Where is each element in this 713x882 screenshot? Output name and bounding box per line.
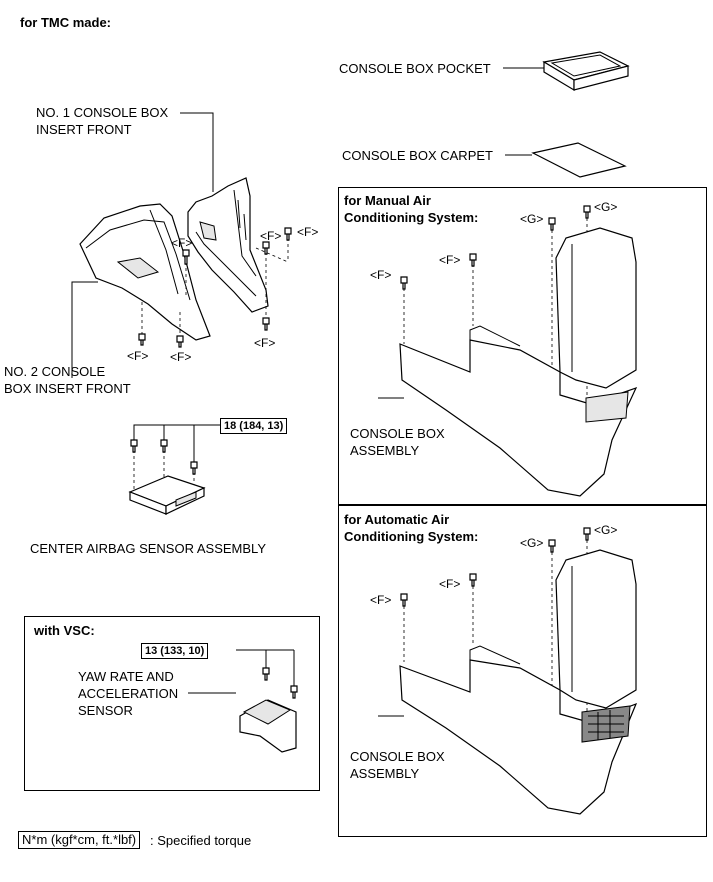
label-no1-insert-line1: NO. 1 CONSOLE BOX [36, 105, 169, 120]
label-yaw-line1: YAW RATE AND [78, 669, 174, 684]
label-center-airbag: CENTER AIRBAG SENSOR ASSEMBLY [30, 541, 266, 556]
fastener-mark-g: <G> [520, 536, 544, 550]
fastener-mark-f: <F> [260, 229, 282, 243]
torque-box-airbag: 18 (184, 13) [220, 418, 288, 434]
center-airbag-sensor-illustration [128, 424, 220, 515]
manual-panel-title-line2: Conditioning System: [344, 210, 479, 225]
fastener-mark-g: <G> [594, 200, 618, 214]
auto-assembly-line1: CONSOLE BOX [350, 749, 445, 764]
manual-assembly-line2: ASSEMBLY [350, 443, 420, 458]
legend-unit-box: N*m (kgf*cm, ft.*lbf) [18, 831, 141, 849]
fastener-mark-f: <F> [439, 577, 461, 591]
yaw-rate-sensor-illustration [188, 649, 298, 753]
label-no2-insert-line1: NO. 2 CONSOLE [4, 364, 106, 379]
auto-assembly-line2: ASSEMBLY [350, 766, 420, 781]
label-console-box-carpet: CONSOLE BOX CARPET [342, 148, 493, 163]
upper-left-bolts [138, 227, 292, 348]
legend-text: : Specified torque [150, 833, 252, 848]
auto-panel-title-line2: Conditioning System: [344, 529, 479, 544]
fastener-mark-f: <F> [254, 336, 276, 350]
label-console-box-pocket: CONSOLE BOX POCKET [339, 61, 491, 76]
automatic-console-box-illustration [378, 527, 638, 815]
fastener-mark-f: <F> [370, 593, 392, 607]
no2-insert-front-illustration [71, 203, 211, 378]
fastener-mark-f: <F> [439, 253, 461, 267]
label-yaw-line2: ACCELERATION [78, 686, 179, 701]
torque-box-yaw: 13 (133, 10) [141, 643, 209, 659]
vsc-panel [24, 616, 320, 791]
label-no2-insert-line2: BOX INSERT FRONT [4, 381, 131, 396]
fastener-mark-g: <G> [520, 212, 544, 226]
manual-ac-panel [338, 187, 707, 505]
auto-panel-title-line1: for Automatic Air [344, 512, 450, 527]
console-box-carpet-illustration [505, 142, 627, 178]
manual-panel-title-line1: for Manual Air [344, 193, 431, 208]
vsc-panel-title: with VSC: [34, 623, 95, 638]
no1-insert-front-illustration [180, 112, 269, 313]
fastener-mark-g: <G> [594, 523, 618, 537]
console-box-pocket-illustration [503, 51, 630, 92]
automatic-ac-panel [338, 505, 707, 837]
label-yaw-line3: SENSOR [78, 703, 133, 718]
page-heading: for TMC made: [20, 15, 111, 30]
fastener-mark-f: <F> [370, 268, 392, 282]
manual-console-box-illustration [378, 205, 638, 497]
label-no1-insert-line2: INSERT FRONT [36, 122, 132, 137]
fastener-mark-f: <F> [170, 350, 192, 364]
fastener-mark-f: <F> [297, 225, 319, 239]
fastener-mark-f: <F> [171, 236, 193, 250]
manual-assembly-line1: CONSOLE BOX [350, 426, 445, 441]
upper-left-fastener-lines [141, 238, 289, 336]
fastener-mark-f: <F> [127, 349, 149, 363]
